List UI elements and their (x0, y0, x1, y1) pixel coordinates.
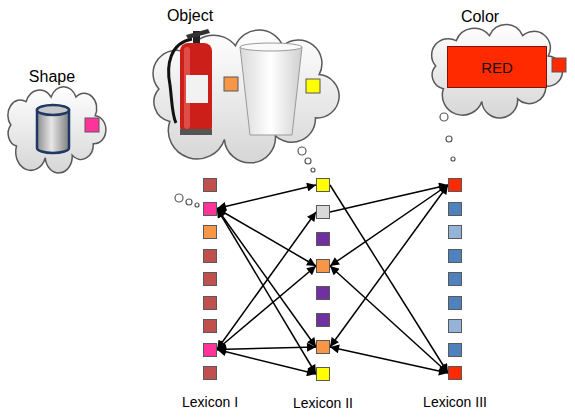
association-arrow (217, 350, 316, 375)
lexicon-entry (203, 319, 217, 333)
lexicon-column: Lexicon II (316, 178, 330, 381)
color-swatch (306, 79, 320, 93)
lexicon-entry (316, 286, 330, 300)
association-arrow (330, 185, 448, 373)
association-arrow (217, 212, 316, 350)
cylinder-icon (37, 105, 69, 153)
cloud-outline (148, 5, 333, 145)
thought-cloud: ColorRED (428, 8, 568, 106)
association-arrow (330, 185, 448, 266)
association-arrow (330, 185, 448, 347)
color-swatch (224, 77, 238, 91)
cloud-label: Color (461, 8, 499, 26)
lexicon-entry (316, 205, 330, 219)
lexicon-label: Lexicon I (182, 394, 238, 410)
lexicon-entry (316, 313, 330, 327)
lexicon-column: Lexicon III (448, 178, 462, 380)
lexicon-entry (316, 367, 330, 381)
extinguisher-icon (169, 29, 212, 135)
lexicon-entry (203, 366, 217, 380)
thought-cloud: Shape (5, 68, 105, 163)
lexicon-entry (203, 343, 217, 357)
association-arrow (217, 347, 316, 350)
lexicon-entry (448, 225, 462, 239)
color-swatch (552, 58, 566, 72)
lexicon-entry (203, 249, 217, 263)
lexicon-entry (448, 178, 462, 192)
lexicon-entry (448, 202, 462, 216)
lexicon-entry (203, 225, 217, 239)
lexicon-entry (316, 259, 330, 273)
thought-cloud: Object (148, 5, 333, 145)
lexicon-label: Lexicon III (423, 394, 487, 410)
association-arrow (330, 185, 448, 212)
cloud-label: Shape (29, 68, 75, 86)
association-arrow (217, 185, 316, 209)
lexicon-entry (448, 249, 462, 263)
lexicon-entry (448, 296, 462, 310)
association-arrow (217, 209, 316, 267)
association-arrow (330, 347, 448, 373)
lexicon-entry (203, 296, 217, 310)
lexicon-entry (203, 202, 217, 216)
lexicon-column: Lexicon I (203, 178, 217, 380)
lexicon-entry (316, 232, 330, 246)
lexicon-label: Lexicon II (293, 395, 353, 411)
cloud-label: Object (167, 7, 213, 25)
lexicon-entry (203, 178, 217, 192)
lexicon-entry (203, 272, 217, 286)
color-box: RED (447, 46, 547, 88)
lexicon-entry (316, 178, 330, 192)
color-word: RED (481, 59, 513, 76)
lexicon-entry (448, 319, 462, 333)
cup-icon (240, 43, 302, 135)
lexicon-entry (448, 272, 462, 286)
lexicon-entry (448, 343, 462, 357)
association-arrow (330, 266, 448, 373)
color-swatch (85, 118, 99, 132)
association-arrow (217, 209, 316, 375)
association-arrow (217, 266, 316, 350)
lexicon-entry (448, 366, 462, 380)
lexicon-entry (316, 340, 330, 354)
